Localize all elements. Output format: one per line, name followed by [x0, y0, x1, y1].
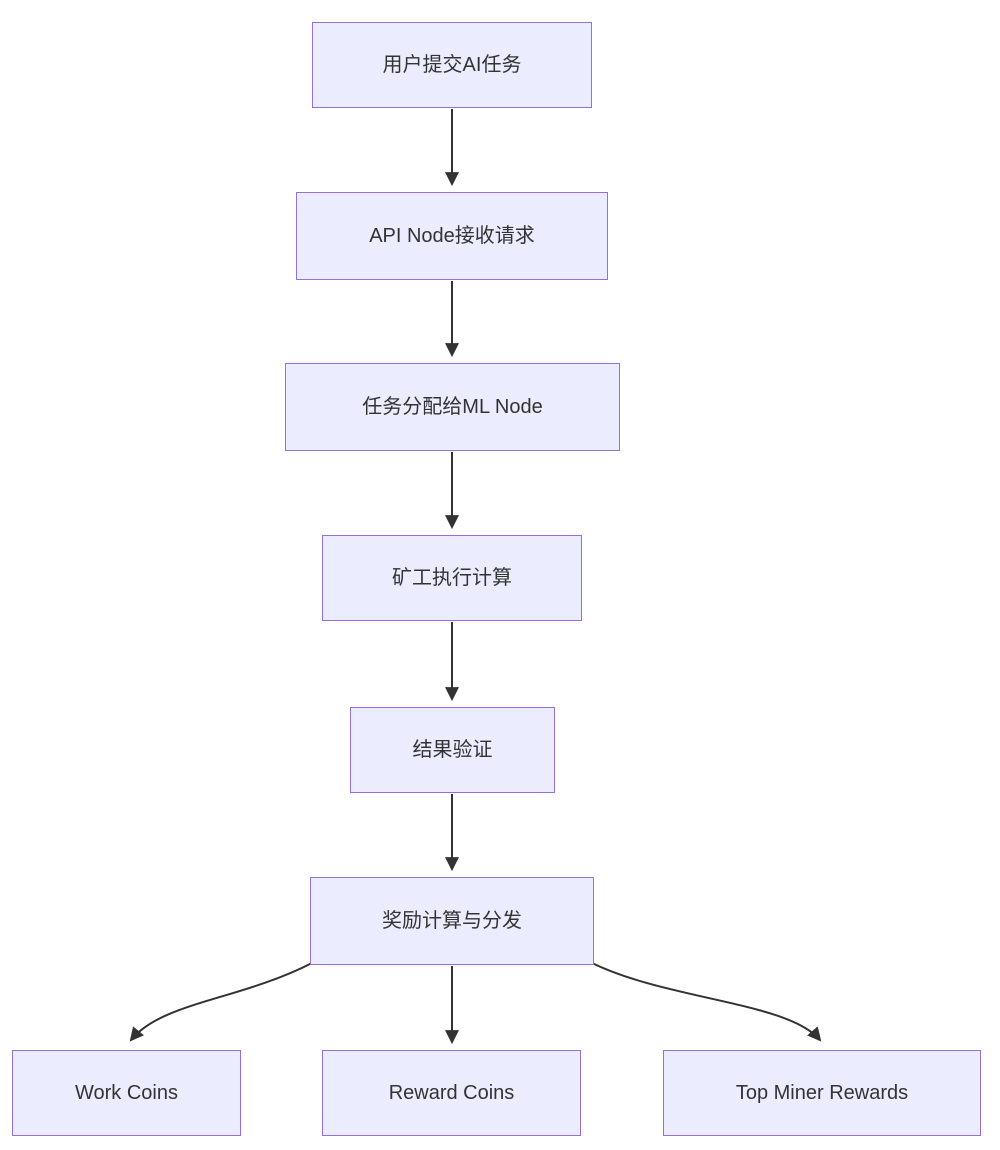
flow-node-label: 结果验证	[412, 739, 493, 761]
flow-node-label: 矿工执行计算	[392, 567, 512, 589]
flow-node-work-coins: Work Coins	[12, 1050, 241, 1136]
flow-node-assign-ml-node: 任务分配给ML Node	[285, 363, 620, 451]
flow-node-label: 任务分配给ML Node	[362, 396, 543, 418]
flow-node-reward-distribute: 奖励计算与分发	[310, 877, 594, 965]
edge-reward-to-workcoins	[129, 962, 313, 1042]
flow-node-label: Top Miner Rewards	[735, 1082, 909, 1104]
flow-node-label: API Node接收请求	[369, 225, 535, 247]
flow-node-top-miner-rewards: Top Miner Rewards	[663, 1050, 981, 1136]
flow-node-label: Reward Coins	[388, 1082, 515, 1104]
flow-node-miner-compute: 矿工执行计算	[322, 535, 582, 621]
flow-node-label: 用户提交AI任务	[382, 54, 522, 76]
flow-node-label: Work Coins	[75, 1082, 178, 1104]
edge-reward-to-topminer	[591, 962, 822, 1042]
flow-node-user-submit-task: 用户提交AI任务	[312, 22, 592, 108]
flow-node-label: 奖励计算与分发	[382, 910, 522, 932]
flow-node-reward-coins: Reward Coins	[322, 1050, 581, 1136]
flow-node-result-verify: 结果验证	[350, 707, 555, 793]
flow-node-api-node-receive: API Node接收请求	[296, 192, 608, 280]
